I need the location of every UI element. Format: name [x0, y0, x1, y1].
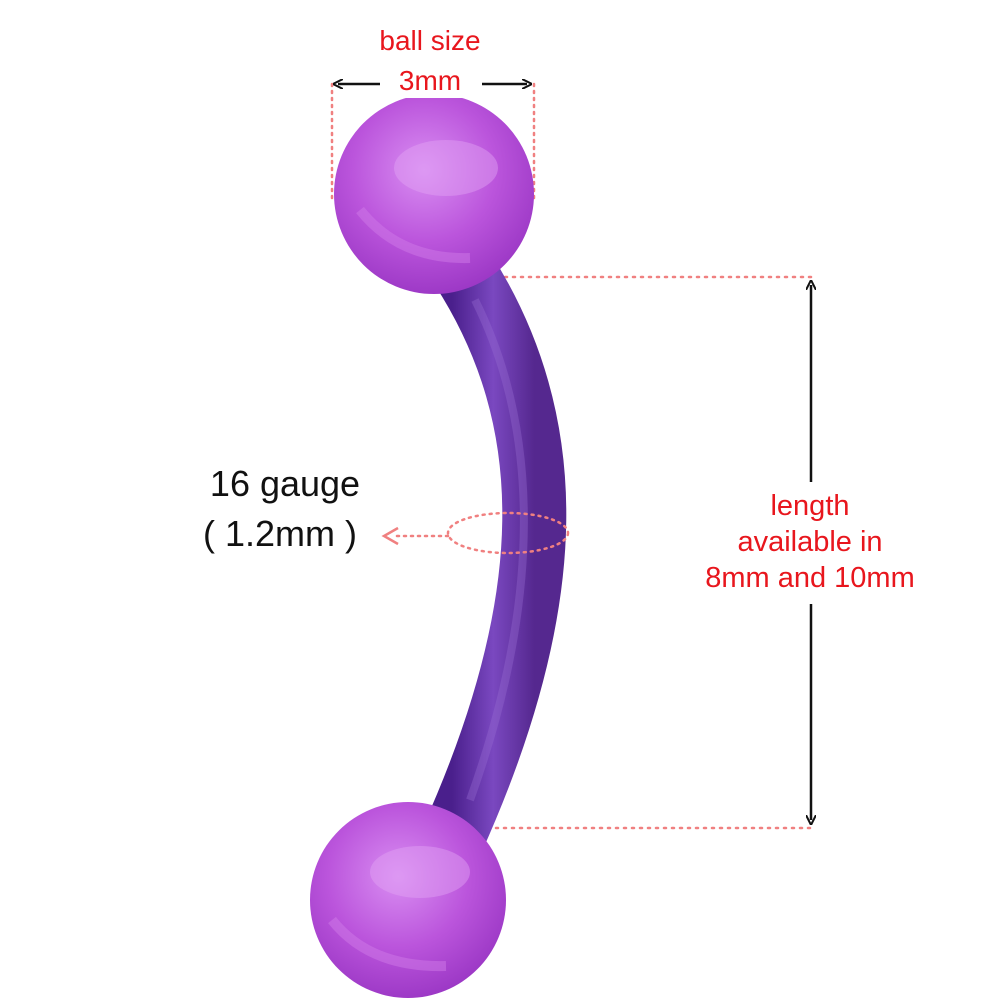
- length-guides: [486, 275, 814, 830]
- gauge-guide: [390, 511, 570, 555]
- length-label: length available in 8mm and 10mm: [670, 488, 950, 596]
- ball-size-value: 3mm: [380, 64, 480, 98]
- ball-size-guide: [330, 82, 536, 204]
- length-label-line-1: length: [770, 490, 850, 522]
- bottom-ball: [310, 802, 506, 998]
- top-ball: [334, 94, 534, 294]
- length-label-line-2: available in: [737, 526, 883, 558]
- length-label-line-3: 8mm and 10mm: [705, 562, 915, 594]
- gauge-pointer-icon: [381, 526, 399, 546]
- ball-size-label: ball size: [379, 25, 481, 56]
- gauge-value: ( 1.2mm ): [202, 513, 357, 554]
- gauge-label: 16 gauge: [209, 463, 361, 504]
- curved-bar: [422, 250, 567, 854]
